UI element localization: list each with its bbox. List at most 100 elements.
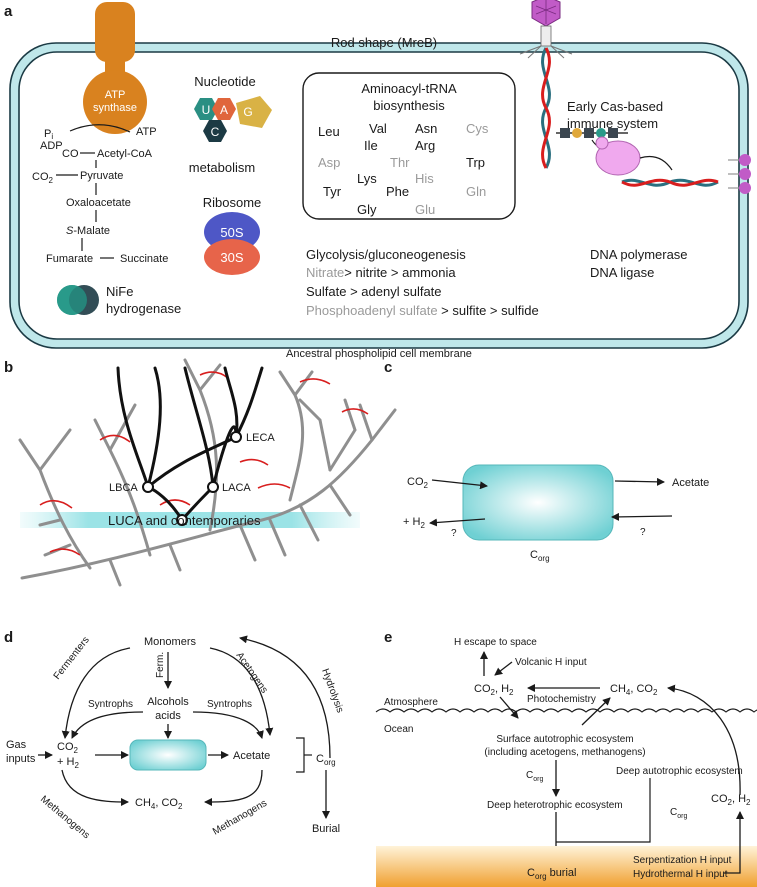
cas-label-2: immune system bbox=[567, 116, 658, 131]
amino-acid-asp: Asp bbox=[318, 155, 340, 170]
lbca-label: LBCA bbox=[109, 482, 138, 494]
glycolysis-label: Glycolysis/gluconeogenesis bbox=[306, 247, 466, 262]
amino-acid-arg: Arg bbox=[415, 138, 435, 153]
trna-title-2: biosynthesis bbox=[373, 98, 445, 113]
atp-synthase-icon bbox=[83, 2, 147, 134]
amino-acid-ile: Ile bbox=[364, 138, 378, 153]
d-alcohols: Alcohols bbox=[147, 696, 189, 708]
laca-label: LACA bbox=[222, 482, 251, 494]
panel-d-label: d bbox=[4, 629, 13, 646]
cas-label-1: Early Cas-based bbox=[567, 99, 663, 114]
red-branches bbox=[39, 371, 369, 556]
c-h2-label: + H2 bbox=[403, 516, 425, 530]
e-surface: Surface autotrophic ecosystem bbox=[496, 734, 633, 745]
amino-acid-glu: Glu bbox=[415, 202, 435, 217]
amino-acid-his: His bbox=[415, 171, 434, 186]
e-volcanic: Volcanic H input bbox=[515, 657, 587, 668]
ribo-50s-label: 50S bbox=[220, 225, 243, 240]
e-sediment bbox=[376, 846, 757, 887]
black-tree bbox=[116, 366, 264, 522]
nucleotide-label: Nucleotide bbox=[194, 74, 255, 89]
d-acetate: Acetate bbox=[233, 750, 270, 762]
sulfate-line: Sulfate > adenyl sulfate bbox=[306, 284, 442, 299]
dna-helix-icon bbox=[541, 47, 551, 169]
trna-box bbox=[302, 72, 516, 220]
amino-acid-cys: Cys bbox=[466, 121, 489, 136]
d-methanogens-1: Methanogens bbox=[38, 794, 92, 841]
d-gas: Gas bbox=[6, 739, 27, 751]
d-center-box bbox=[129, 739, 207, 771]
nife-label-1: NiFe bbox=[106, 284, 133, 299]
d-burial: Burial bbox=[312, 823, 340, 835]
e-deep-hetero: Deep heterotrophic ecosystem bbox=[487, 800, 623, 811]
panel-b-label: b bbox=[4, 359, 13, 376]
d-ferm: Ferm. bbox=[155, 652, 166, 678]
base-u: U bbox=[202, 103, 211, 117]
d-ch4: CH4, CO2 bbox=[135, 797, 183, 811]
d-acetogens: Acetogens bbox=[234, 650, 270, 695]
nife-label-2: hydrogenase bbox=[106, 301, 181, 316]
e-co2h2-deep: CO2, H2 bbox=[711, 793, 751, 807]
ribosome-30s bbox=[204, 239, 260, 275]
amino-acid-thr: Thr bbox=[390, 155, 410, 170]
base-c: C bbox=[211, 125, 220, 139]
d-corg: Corg bbox=[316, 753, 336, 767]
oxaloacetate-label: Oxaloacetate bbox=[66, 197, 131, 209]
dna-ligase-label: DNA ligase bbox=[590, 265, 654, 280]
malate-label: S-Malate bbox=[66, 225, 110, 237]
co2-label: CO2 bbox=[32, 171, 54, 185]
base-a: A bbox=[220, 103, 228, 117]
corg-box bbox=[462, 464, 614, 541]
e-atmosphere: Atmosphere bbox=[384, 697, 438, 708]
d-methanogens-2: Methanogens bbox=[211, 798, 269, 838]
ribosome-label: Ribosome bbox=[203, 195, 262, 210]
amino-acid-gly: Gly bbox=[357, 202, 377, 217]
c-co2-label: CO2 bbox=[407, 476, 429, 490]
succinate-label: Succinate bbox=[120, 253, 168, 265]
base-g: G bbox=[243, 105, 252, 119]
rod-shape-label: Rod shape (MreB) bbox=[331, 35, 437, 50]
atp-label: ATP bbox=[136, 126, 157, 138]
phospho-line: Phosphoadenyl sulfate > sulfite > sulfid… bbox=[306, 303, 539, 318]
nucleotide-hexagons-icon bbox=[194, 96, 272, 142]
acetylcoa-label: Acetyl-CoA bbox=[97, 148, 153, 160]
adp-label: ADP bbox=[40, 140, 63, 152]
crispr-array-icon bbox=[556, 128, 628, 138]
pyruvate-label: Pyruvate bbox=[80, 170, 123, 182]
amino-acid-gln: Gln bbox=[466, 184, 486, 199]
atp-synthase-label-2: synthase bbox=[93, 102, 137, 114]
e-ch4co2: CH4, CO2 bbox=[610, 683, 658, 697]
membrane-label: Ancestral phospholipid cell membrane bbox=[286, 348, 472, 360]
d-acids: acids bbox=[155, 710, 181, 722]
dna-polymerase-label: DNA polymerase bbox=[590, 247, 688, 262]
pi-label: Pi bbox=[44, 128, 53, 141]
d-syntrophs-2: Syntrophs bbox=[207, 699, 252, 710]
c-corg-label: Corg bbox=[530, 549, 550, 563]
panel-e-label: e bbox=[384, 629, 392, 646]
luca-label: LUCA and contemporaries bbox=[108, 513, 261, 528]
d-inputs: inputs bbox=[6, 753, 36, 765]
trna-title-1: Aminoacyl-tRNA bbox=[361, 81, 457, 96]
amino-acid-tyr: Tyr bbox=[323, 184, 342, 199]
amino-acid-lys: Lys bbox=[357, 171, 377, 186]
d-co2: CO2 bbox=[57, 741, 79, 755]
panel-c-label: c bbox=[384, 359, 392, 376]
amino-acid-leu: Leu bbox=[318, 124, 340, 139]
fumarate-label: Fumarate bbox=[46, 253, 93, 265]
atp-curve bbox=[69, 124, 131, 133]
metabolism-label: metabolism bbox=[189, 160, 255, 175]
e-co2h2: CO2, H2 bbox=[474, 683, 514, 697]
nitrate-line: Nitrate> nitrite > ammonia bbox=[306, 265, 456, 280]
amino-acid-val: Val bbox=[369, 121, 387, 136]
e-corg-burial: Corg burial bbox=[527, 867, 576, 881]
amino-acid-phe: Phe bbox=[386, 184, 409, 199]
phage-icon bbox=[519, 0, 573, 59]
leca-label: LECA bbox=[246, 432, 275, 444]
attached-phages-icon bbox=[728, 154, 751, 194]
d-monomers: Monomers bbox=[144, 636, 196, 648]
e-ocean-surface bbox=[375, 708, 757, 713]
e-photochemistry: Photochemistry bbox=[527, 694, 596, 705]
